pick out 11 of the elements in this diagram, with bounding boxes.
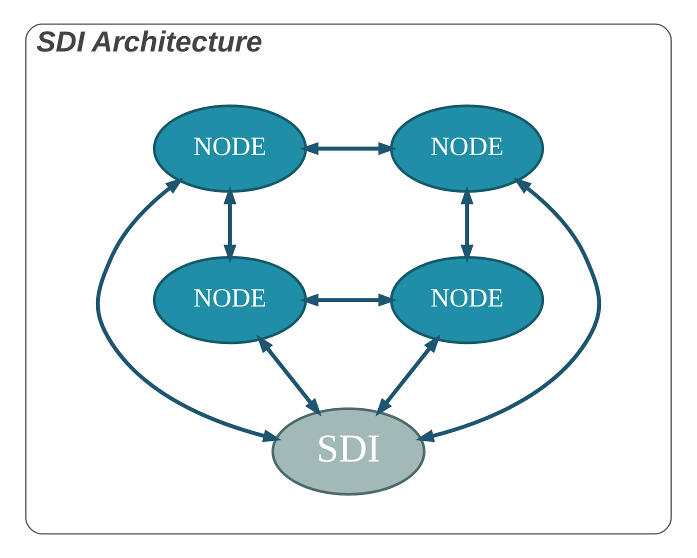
arrow <box>460 186 474 264</box>
arrow <box>223 186 236 264</box>
arrow <box>300 142 397 156</box>
arrow <box>256 334 322 416</box>
arrow <box>96 177 282 442</box>
arrow <box>375 334 441 416</box>
arrow <box>415 177 602 442</box>
arrow <box>300 294 397 307</box>
node-ellipse: NODE <box>390 256 544 344</box>
node-ellipse: NODE <box>152 256 308 344</box>
node-ellipse: SDI <box>271 407 426 496</box>
